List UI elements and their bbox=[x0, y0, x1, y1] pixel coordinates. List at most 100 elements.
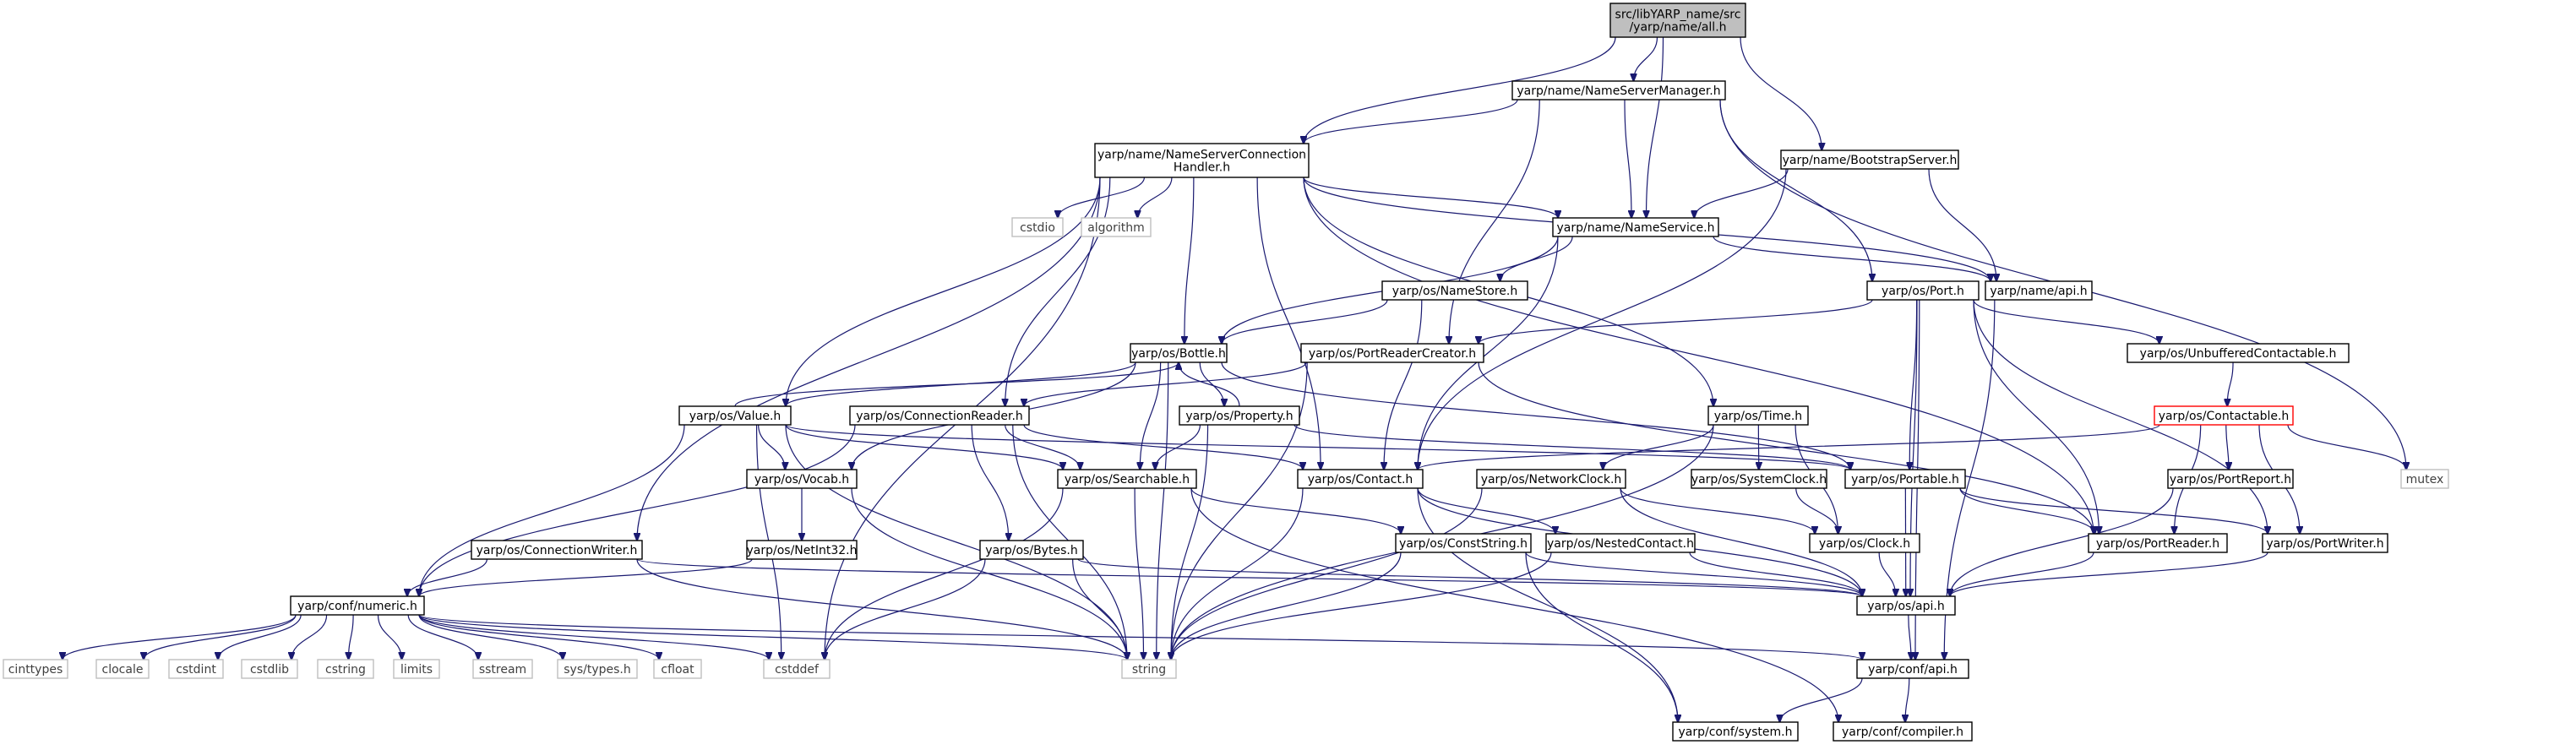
node-label-cstdio: cstdio bbox=[1020, 221, 1055, 235]
node-cinttypes: cinttypes bbox=[3, 659, 68, 679]
node-searchable[interactable]: yarp/os/Searchable.h bbox=[1057, 469, 1197, 489]
node-string: string bbox=[1121, 659, 1177, 679]
node-box-nsm bbox=[1511, 80, 1726, 101]
edge-nsch-to-value bbox=[786, 177, 1101, 406]
node-box-limits bbox=[393, 659, 440, 679]
node-clocale: clocale bbox=[95, 659, 150, 679]
node-uc[interactable]: yarp/os/UnbufferedContactable.h bbox=[2127, 343, 2350, 363]
node-label-nsm: yarp/name/NameServerManager.h bbox=[1517, 84, 1720, 98]
edge-prc-to-portreader bbox=[1478, 361, 2094, 534]
node-conststring[interactable]: yarp/os/ConstString.h bbox=[1395, 533, 1532, 553]
node-label-netint32: yarp/os/NetInt32.h bbox=[746, 544, 857, 557]
node-property[interactable]: yarp/os/Property.h bbox=[1179, 405, 1300, 426]
node-label-limits: limits bbox=[400, 663, 433, 677]
node-box-clock bbox=[1809, 533, 1920, 553]
node-nsm[interactable]: yarp/name/NameServerManager.h bbox=[1511, 80, 1726, 101]
node-time[interactable]: yarp/os/Time.h bbox=[1707, 405, 1809, 426]
edge-port-to-portwriter bbox=[1973, 299, 2268, 534]
edge-numeric-to-clocale bbox=[144, 614, 297, 660]
edge-nsch-to-connwriter bbox=[637, 177, 1101, 541]
edge-property-to-portable bbox=[1293, 424, 1850, 470]
node-vocab[interactable]: yarp/os/Vocab.h bbox=[746, 469, 858, 489]
node-box-bottle bbox=[1130, 343, 1228, 363]
node-clock[interactable]: yarp/os/Clock.h bbox=[1809, 533, 1920, 553]
node-portreader[interactable]: yarp/os/PortReader.h bbox=[2088, 533, 2228, 553]
node-box-connreader bbox=[849, 405, 1030, 426]
node-numeric[interactable]: yarp/conf/numeric.h bbox=[290, 595, 425, 616]
edge-conststring-to-osapi bbox=[1525, 552, 1862, 596]
node-box-root bbox=[1609, 3, 1746, 38]
node-contactable[interactable]: yarp/os/Contactable.h bbox=[2154, 405, 2294, 426]
node-confapi[interactable]: yarp/conf/api.h bbox=[1856, 659, 1969, 679]
node-label-portwriter: yarp/os/PortWriter.h bbox=[2266, 537, 2383, 551]
node-box-connwriter bbox=[471, 540, 643, 560]
node-label-nsch: Handler.h bbox=[1174, 161, 1230, 175]
edge-value-to-portable bbox=[785, 424, 1850, 470]
node-box-netclock bbox=[1476, 469, 1626, 489]
edge-sysclock-to-clock bbox=[1795, 487, 1838, 534]
node-confsystem[interactable]: yarp/conf/system.h bbox=[1672, 721, 1799, 742]
edge-value-to-searchable bbox=[785, 424, 1063, 470]
node-portable[interactable]: yarp/os/Portable.h bbox=[1844, 469, 1966, 489]
edge-connwriter-to-string bbox=[636, 558, 1127, 660]
node-box-nameapi bbox=[1985, 280, 2093, 301]
edge-root-to-nsch bbox=[1304, 36, 1616, 144]
node-label-sstream: sstream bbox=[479, 663, 526, 677]
node-nservice[interactable]: yarp/name/NameService.h bbox=[1552, 217, 1719, 237]
node-label-nstore: yarp/os/NameStore.h bbox=[1392, 285, 1517, 298]
node-box-nstore bbox=[1381, 280, 1528, 301]
node-contact[interactable]: yarp/os/Contact.h bbox=[1297, 469, 1424, 489]
node-box-nsch bbox=[1094, 143, 1310, 178]
node-box-value bbox=[678, 405, 792, 426]
edge-bottle-to-property bbox=[1199, 361, 1224, 406]
node-cstdlib: cstdlib bbox=[241, 659, 298, 679]
node-bottle[interactable]: yarp/os/Bottle.h bbox=[1130, 343, 1228, 363]
node-box-cstdint bbox=[168, 659, 224, 679]
edge-nsch-to-bottle bbox=[1185, 177, 1195, 344]
edge-connreader-to-searchable bbox=[1005, 424, 1081, 470]
node-nstore[interactable]: yarp/os/NameStore.h bbox=[1381, 280, 1528, 301]
edge-contact-to-confsystem bbox=[1417, 487, 1678, 722]
node-bytes[interactable]: yarp/os/Bytes.h bbox=[979, 540, 1084, 560]
edge-bytes-to-osapi bbox=[1077, 558, 1862, 596]
edge-numeric-to-systypes bbox=[418, 614, 563, 660]
node-root[interactable]: src/libYARP_name/src/yarp/name/all.h bbox=[1609, 3, 1746, 38]
node-connwriter[interactable]: yarp/os/ConnectionWriter.h bbox=[471, 540, 643, 560]
node-bss[interactable]: yarp/name/BootstrapServer.h bbox=[1780, 149, 1959, 170]
edge-confapi-to-confsystem bbox=[1780, 677, 1863, 722]
node-portreport[interactable]: yarp/os/PortReport.h bbox=[2167, 469, 2294, 489]
node-port[interactable]: yarp/os/Port.h bbox=[1866, 280, 1980, 301]
node-box-contactable bbox=[2154, 405, 2294, 426]
node-value[interactable]: yarp/os/Value.h bbox=[678, 405, 792, 426]
node-nameapi[interactable]: yarp/name/api.h bbox=[1985, 280, 2093, 301]
node-nestedcontact[interactable]: yarp/os/NestedContact.h bbox=[1545, 533, 1696, 553]
edge-nameapi-to-confapi bbox=[1944, 299, 1996, 660]
node-label-string: string bbox=[1132, 663, 1166, 677]
edge-contact-to-nestedcontact bbox=[1417, 487, 1555, 534]
node-sysclock[interactable]: yarp/os/SystemClock.h bbox=[1691, 469, 1827, 489]
node-netint32[interactable]: yarp/os/NetInt32.h bbox=[746, 540, 858, 560]
node-sstream: sstream bbox=[472, 659, 533, 679]
edge-conststring-to-string bbox=[1171, 552, 1402, 660]
node-label-root: /yarp/name/all.h bbox=[1629, 21, 1726, 35]
node-confcompiler[interactable]: yarp/conf/compiler.h bbox=[1833, 721, 1973, 742]
node-prc[interactable]: yarp/os/PortReaderCreator.h bbox=[1300, 343, 1484, 363]
node-label-nservice: yarp/name/NameService.h bbox=[1556, 221, 1714, 235]
node-connreader[interactable]: yarp/os/ConnectionReader.h bbox=[849, 405, 1030, 426]
node-netclock[interactable]: yarp/os/NetworkClock.h bbox=[1476, 469, 1626, 489]
node-osapi[interactable]: yarp/os/api.h bbox=[1856, 595, 1956, 616]
edge-searchable-to-confcompiler bbox=[1190, 487, 1838, 722]
node-label-netclock: yarp/os/NetworkClock.h bbox=[1481, 473, 1622, 486]
node-label-connreader: yarp/os/ConnectionReader.h bbox=[856, 410, 1023, 423]
node-box-portable bbox=[1844, 469, 1966, 489]
node-label-cstring: cstring bbox=[325, 663, 366, 677]
edge-uc-to-contactable bbox=[2227, 361, 2234, 406]
edge-numeric-to-limits bbox=[377, 614, 402, 660]
node-portwriter[interactable]: yarp/os/PortWriter.h bbox=[2262, 533, 2388, 553]
edge-confapi-to-confcompiler bbox=[1905, 677, 1910, 722]
node-label-bytes: yarp/os/Bytes.h bbox=[985, 544, 1077, 557]
node-label-clocale: clocale bbox=[102, 663, 144, 677]
node-box-searchable bbox=[1057, 469, 1197, 489]
